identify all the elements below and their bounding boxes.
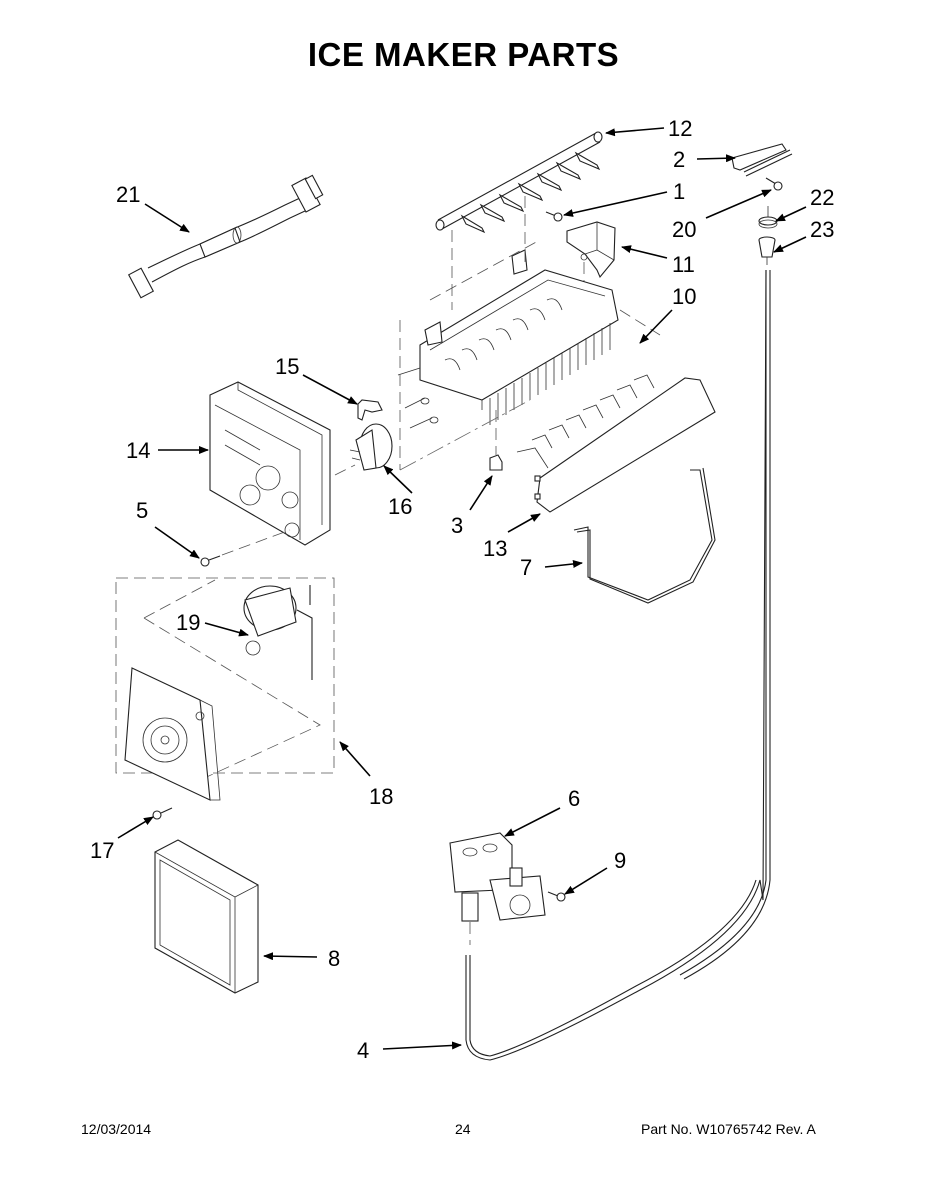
callout-labels: 12 2 1 20 22 23 11 10 21 15 14 16 3 13 7… bbox=[90, 116, 834, 1063]
callout-15[interactable]: 15 bbox=[275, 354, 299, 379]
part-thermostat[interactable] bbox=[334, 423, 393, 476]
part-screw-9[interactable] bbox=[547, 891, 566, 902]
callout-17[interactable]: 17 bbox=[90, 838, 114, 863]
part-stripper[interactable] bbox=[516, 374, 716, 513]
callout-7[interactable]: 7 bbox=[520, 555, 532, 580]
callout-11[interactable]: 11 bbox=[672, 252, 695, 277]
callout-22[interactable]: 22 bbox=[810, 185, 834, 210]
part-clip-15[interactable] bbox=[357, 399, 383, 421]
part-control-housing[interactable] bbox=[209, 381, 331, 546]
part-motor[interactable] bbox=[243, 585, 313, 680]
callout-21[interactable]: 21 bbox=[116, 182, 140, 207]
callout-arrows bbox=[117, 127, 807, 1050]
footer-page-number: 24 bbox=[455, 1121, 471, 1137]
part-screw-20[interactable] bbox=[765, 177, 783, 191]
part-ejector[interactable] bbox=[435, 131, 603, 234]
part-clip-3[interactable] bbox=[489, 410, 503, 471]
part-water-tube[interactable] bbox=[465, 269, 771, 1061]
footer-part-number: Part No. W10765742 Rev. A bbox=[641, 1121, 816, 1137]
part-grommet[interactable] bbox=[758, 236, 776, 265]
callout-5[interactable]: 5 bbox=[136, 498, 148, 523]
part-cover[interactable] bbox=[154, 839, 259, 994]
part-fill-cup-bracket[interactable] bbox=[731, 143, 793, 177]
page-title: ICE MAKER PARTS bbox=[307, 36, 620, 73]
callout-16[interactable]: 16 bbox=[388, 494, 412, 519]
callout-19[interactable]: 19 bbox=[176, 610, 200, 635]
callout-18[interactable]: 18 bbox=[369, 784, 393, 809]
callout-6[interactable]: 6 bbox=[568, 786, 580, 811]
part-ice-mold[interactable] bbox=[397, 249, 619, 429]
part-clamp[interactable] bbox=[758, 206, 778, 229]
callout-13[interactable]: 13 bbox=[483, 536, 507, 561]
callout-20[interactable]: 20 bbox=[672, 217, 696, 242]
part-wire-harness[interactable] bbox=[127, 174, 324, 299]
part-water-valve[interactable] bbox=[449, 832, 546, 945]
callout-9[interactable]: 9 bbox=[614, 848, 626, 873]
callout-14[interactable]: 14 bbox=[126, 438, 150, 463]
part-module-assembly[interactable] bbox=[115, 577, 335, 801]
alignment-lines bbox=[399, 196, 661, 471]
callout-10[interactable]: 10 bbox=[672, 284, 696, 309]
part-screw-17[interactable] bbox=[152, 807, 173, 820]
callout-23[interactable]: 23 bbox=[810, 217, 834, 242]
callout-12[interactable]: 12 bbox=[668, 116, 692, 141]
callout-1[interactable]: 1 bbox=[673, 179, 685, 204]
callout-2[interactable]: 2 bbox=[673, 147, 685, 172]
callout-4[interactable]: 4 bbox=[357, 1038, 369, 1063]
footer-date: 12/03/2014 bbox=[81, 1121, 152, 1137]
part-screw-1[interactable] bbox=[545, 211, 563, 222]
part-screw-5[interactable] bbox=[200, 529, 291, 567]
part-shutoff-arm[interactable] bbox=[573, 467, 716, 604]
callout-8[interactable]: 8 bbox=[328, 946, 340, 971]
callout-3[interactable]: 3 bbox=[451, 513, 463, 538]
